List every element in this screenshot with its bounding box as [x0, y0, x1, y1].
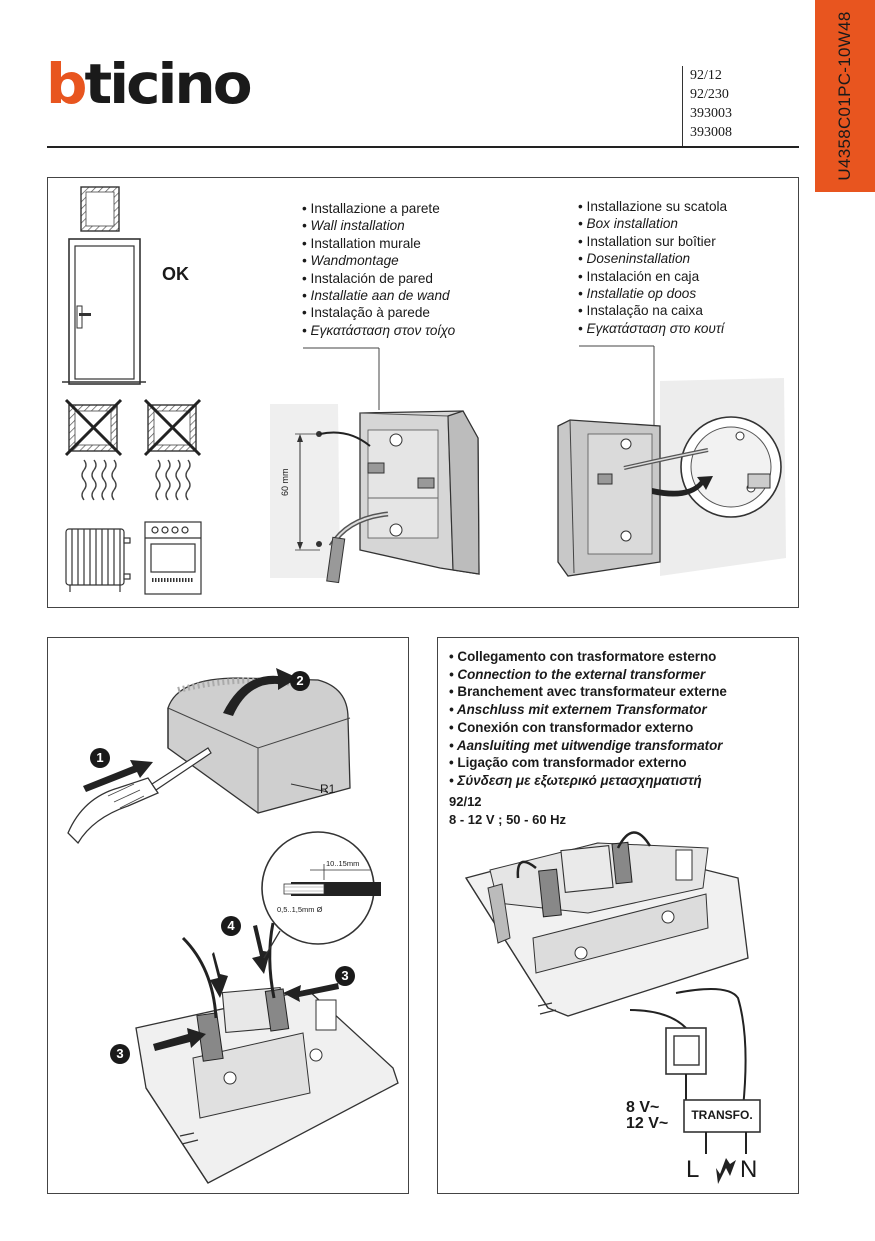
- header-rule: [47, 146, 799, 148]
- step-1-label: 1: [96, 750, 104, 765]
- line-n-label: N: [740, 1156, 758, 1183]
- transformer-wiring-drawing: [464, 831, 761, 1184]
- document-code: U4358C01PC-10W48: [835, 11, 854, 181]
- box-installation-item: • Installatie op doos: [578, 286, 697, 302]
- box-installation-item: • Instalação na caixa: [578, 303, 703, 319]
- codes-divider: [682, 66, 683, 146]
- radiator-icon: [65, 528, 131, 592]
- voltage-12v: 12 V~: [626, 1115, 669, 1132]
- transformer-item: • Connection to the external transformer: [449, 666, 706, 682]
- step-4-marker: [221, 916, 241, 936]
- wiring-drawings: [67, 668, 399, 1184]
- transformer-label: TRANSFO.: [691, 1108, 753, 1122]
- document-code-tab: U4358C01PC-10W48: [815, 0, 875, 192]
- supply-spec: 8 - 12 V ; 50 - 60 Hz: [449, 812, 567, 827]
- transformer-item: • Aansluiting met uitwendige transformat…: [449, 737, 723, 753]
- cover-removal-panel: 1 2 3 3 4 R1 10..15mm 0,5..1,5mm Ø: [47, 637, 409, 1194]
- brand-logo: bticino: [46, 51, 253, 117]
- door-icon: [62, 238, 146, 385]
- ok-label: OK: [162, 264, 189, 284]
- cover-label: R1: [320, 782, 336, 796]
- picture-icon: [80, 186, 120, 232]
- box-installation-item: • Εγκατάσταση στο κουτί: [578, 320, 724, 336]
- step-3-marker-right: [335, 966, 355, 986]
- transformer-item: • Conexión con transformador externo: [449, 719, 694, 735]
- wall-installation-item: • Εγκατάσταση στον τοίχο: [302, 322, 456, 338]
- step-1-marker: [90, 748, 110, 768]
- transformer-item: • Σύνδεση με εξωτερικό μετασχηματιστή: [449, 772, 702, 788]
- wall-installation-item: • Installatie aan de wand: [302, 288, 450, 304]
- step-4-label: 4: [227, 918, 235, 933]
- product-code: 393003: [690, 106, 732, 121]
- wire-section-label: 0,5..1,5mm Ø: [277, 905, 323, 914]
- box-installation-item: • Installazione su scatola: [578, 199, 728, 214]
- product-code: 393008: [690, 125, 732, 140]
- voltage-8v: 8 V~: [626, 1099, 660, 1116]
- oven-icon: [144, 521, 202, 595]
- step-2-marker: [290, 671, 310, 691]
- installation-drawings: [62, 186, 786, 595]
- wall-installation-item: • Instalación de pared: [302, 270, 433, 286]
- model-label: 92/12: [449, 794, 482, 809]
- step-2-label: 2: [296, 673, 304, 688]
- step-3-marker-left: [110, 1044, 130, 1064]
- transformer-list: • Collegamento con trasformatore esterno…: [449, 648, 727, 790]
- product-codes: 92/12 92/230 393003 393008: [690, 66, 732, 142]
- transformer-item: • Branchement avec transformateur extern…: [449, 684, 727, 700]
- box-installation-drawing: [557, 345, 786, 577]
- box-installation-item: • Instalación en caja: [578, 268, 700, 284]
- wall-installation-drawing: [270, 347, 480, 584]
- crossed-picture-icon-1: [64, 398, 123, 457]
- heat-waves: [81, 459, 191, 501]
- transformer-panel: • Collegamento con trasformatore esterno…: [437, 637, 799, 1194]
- wall-installation-item: • Wall installation: [302, 218, 405, 234]
- product-code: 92/12: [690, 68, 722, 83]
- box-installation-list: • Installazione su scatola • Box install…: [578, 198, 727, 337]
- step-markers: [90, 671, 355, 1064]
- wall-installation-item: • Instalação à parede: [302, 305, 430, 321]
- crossed-picture-icon-2: [143, 398, 202, 457]
- line-l-label: L: [686, 1156, 700, 1183]
- strip-length-label: 10..15mm: [326, 859, 360, 868]
- transformer-item: • Collegamento con trasformatore esterno: [449, 649, 717, 664]
- transformer-item: • Ligação com transformador externo: [449, 755, 687, 771]
- box-installation-item: • Installation sur boîtier: [578, 233, 716, 249]
- transformer-item: • Anschluss mit externem Transformator: [449, 702, 707, 718]
- wall-installation-item: • Wandmontage: [302, 253, 399, 269]
- wall-installation-item: • Installazione a parete: [302, 201, 440, 216]
- wall-installation-item: • Installation murale: [302, 235, 421, 251]
- dimension-label: 60 mm: [280, 468, 290, 496]
- box-installation-item: • Box installation: [578, 216, 678, 232]
- installation-panel: OK • Installazione a parete • Wall insta…: [47, 177, 799, 608]
- product-code: 92/230: [690, 87, 729, 102]
- box-installation-item: • Doseninstallation: [578, 251, 691, 267]
- wall-installation-list: • Installazione a parete • Wall installa…: [302, 200, 455, 339]
- step-3-label: 3: [116, 1046, 124, 1061]
- step-3-label: 3: [341, 968, 349, 983]
